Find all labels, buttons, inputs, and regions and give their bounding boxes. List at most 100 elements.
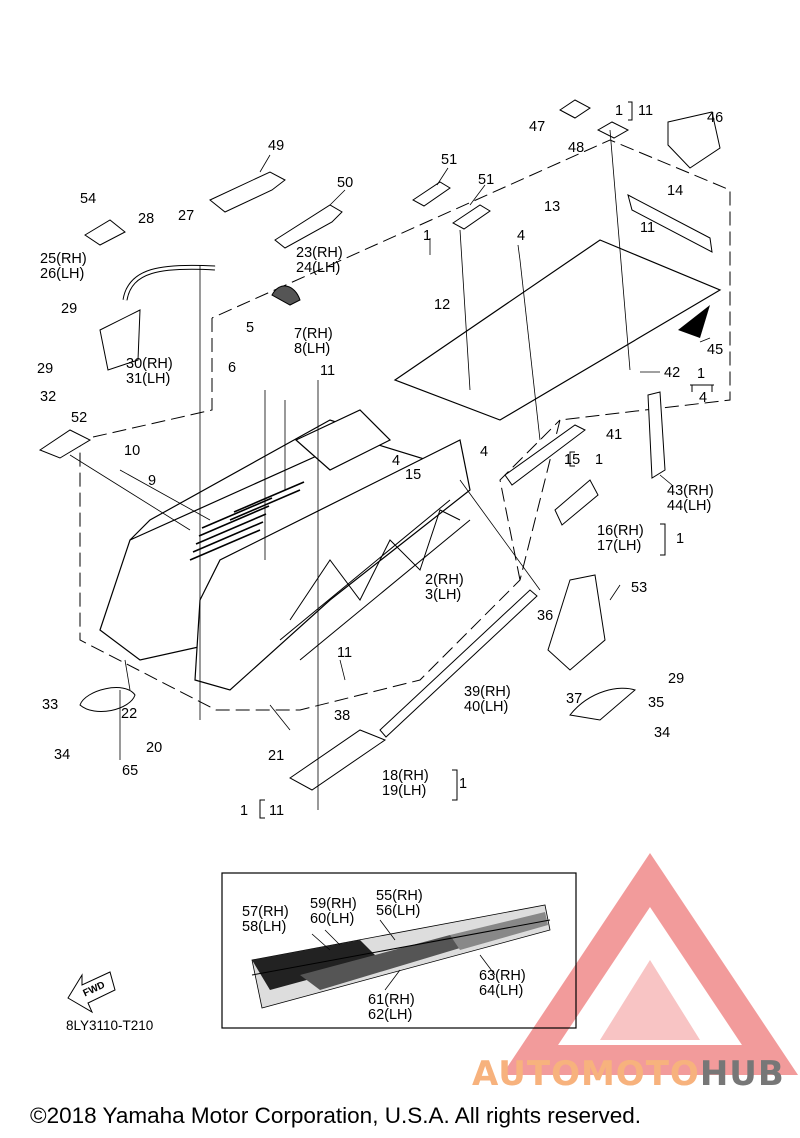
label-48: 48 xyxy=(568,140,585,156)
step-35 xyxy=(569,687,636,721)
label-34b: 34 xyxy=(654,725,671,741)
cover-23-24 xyxy=(271,285,301,306)
label-11a: 11 xyxy=(320,363,336,379)
group-15-1-a: 15 xyxy=(564,452,581,468)
label-12: 12 xyxy=(434,297,451,313)
group-15-1-b: 1 xyxy=(595,452,604,468)
label-35: 35 xyxy=(648,695,665,711)
label-4b: 4 xyxy=(392,453,401,469)
pad-50 xyxy=(274,204,343,249)
group-1-4-b: 4 xyxy=(699,390,708,406)
label-9: 9 xyxy=(148,473,157,489)
group-1-11-top-a: 1 xyxy=(615,103,624,119)
label-4c: 4 xyxy=(480,444,489,460)
pad-51b xyxy=(452,204,491,230)
group-1-11-top-b: 11 xyxy=(638,103,654,119)
label-30-31: 30(RH) 31(LH) xyxy=(126,356,173,387)
label-43-44: 43(RH) 44(LH) xyxy=(667,483,714,514)
rail-39-40 xyxy=(379,589,538,738)
footrest-36 xyxy=(547,574,606,671)
rear-bracket xyxy=(627,194,713,253)
bar-25-26 xyxy=(122,264,216,301)
label-14: 14 xyxy=(667,183,684,199)
step-18-19 xyxy=(289,729,387,791)
label-51a: 51 xyxy=(441,152,458,168)
label-28: 28 xyxy=(138,211,155,227)
label-47: 47 xyxy=(529,119,546,135)
watermark-part1: AUTOMOTO xyxy=(472,1054,700,1094)
pad-47 xyxy=(559,99,591,119)
group-1-11-bot-a: 1 xyxy=(240,803,249,819)
pad-51a xyxy=(412,181,451,207)
label-13: 13 xyxy=(544,199,561,215)
arm-43-44 xyxy=(647,391,666,479)
label-39-40: 39(RH) 40(LH) xyxy=(464,684,511,715)
group-16-1: 1 xyxy=(676,531,685,547)
label-46: 46 xyxy=(707,110,724,126)
frame-vents xyxy=(189,481,305,561)
label-15: 15 xyxy=(405,467,422,483)
label-54: 54 xyxy=(80,191,97,207)
part-46 xyxy=(667,111,721,169)
label-7-8: 7(RH) 8(LH) xyxy=(294,326,333,357)
label-10: 10 xyxy=(124,443,141,459)
label-22: 22 xyxy=(121,706,138,722)
label-6: 6 xyxy=(228,360,237,376)
label-29a: 29 xyxy=(61,301,78,317)
label-42: 42 xyxy=(664,365,681,381)
reflector-plate xyxy=(678,305,710,338)
label-20: 20 xyxy=(146,740,163,756)
label-34a: 34 xyxy=(54,747,71,763)
label-29b: 29 xyxy=(37,361,54,377)
fwd-arrow xyxy=(67,971,116,1014)
plate-16-17 xyxy=(554,479,599,526)
decal-leaders xyxy=(311,919,496,991)
label-36: 36 xyxy=(537,608,554,624)
label-45: 45 xyxy=(707,342,724,358)
bracket-30-31 xyxy=(99,309,141,371)
label-55-56: 55(RH) 56(LH) xyxy=(376,888,423,919)
label-61-62: 61(RH) 62(LH) xyxy=(368,992,415,1023)
label-37: 37 xyxy=(566,691,583,707)
label-33: 33 xyxy=(42,697,59,713)
drawing-code: 8LY3110-T210 xyxy=(66,1018,154,1033)
label-11b: 11 xyxy=(640,220,656,236)
group-brackets xyxy=(259,101,714,819)
label-49: 49 xyxy=(268,138,285,154)
decal-graphic xyxy=(251,904,551,1009)
label-38: 38 xyxy=(334,708,351,724)
watermark-logo xyxy=(501,852,799,1075)
watermark-part2: HUB xyxy=(699,1054,785,1094)
pad-52 xyxy=(38,429,92,459)
label-25-26: 25(RH) 26(LH) xyxy=(40,251,87,282)
group-18-1: 1 xyxy=(459,776,468,792)
label-29c: 29 xyxy=(668,671,685,687)
frame-truss xyxy=(279,499,471,661)
pad-49 xyxy=(209,171,286,213)
label-63-64: 63(RH) 64(LH) xyxy=(479,968,526,999)
label-4a: 4 xyxy=(517,228,526,244)
label-57-58: 57(RH) 58(LH) xyxy=(242,904,289,935)
tunnel-plate xyxy=(393,239,722,421)
label-51b: 51 xyxy=(478,172,495,188)
label-21: 21 xyxy=(268,748,285,764)
label-27: 27 xyxy=(178,208,195,224)
label-53: 53 xyxy=(631,580,648,596)
group-16-17: 16(RH) 17(LH) xyxy=(597,523,644,554)
group-1-4-a: 1 xyxy=(697,366,706,382)
frame-tunnel xyxy=(99,409,471,691)
label-65: 65 xyxy=(122,763,139,779)
bar-25-26-inner xyxy=(123,265,216,301)
label-41: 41 xyxy=(606,427,623,443)
group-1-11-bot-b: 11 xyxy=(269,803,285,819)
label-50: 50 xyxy=(337,175,354,191)
leader-lines xyxy=(69,109,711,810)
label-1: 1 xyxy=(423,228,432,244)
grommet-33 xyxy=(79,687,136,713)
group-18-19: 18(RH) 19(LH) xyxy=(382,768,429,799)
group-2-3: 2(RH) 3(LH) xyxy=(425,572,464,603)
copyright: ©2018 Yamaha Motor Corporation, U.S.A. A… xyxy=(30,1103,642,1128)
watermark-text: AUTOMOTOHUB xyxy=(472,1054,785,1094)
label-32: 32 xyxy=(40,389,57,405)
